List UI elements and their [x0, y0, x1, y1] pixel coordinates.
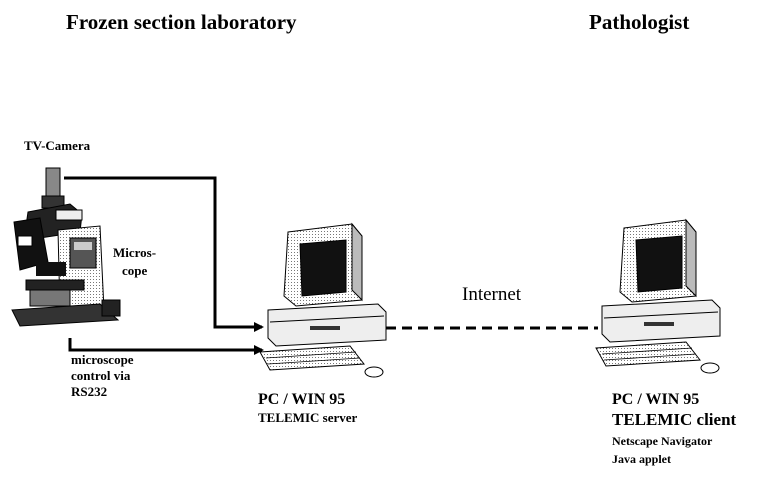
client-software-line1: Netscape Navigator	[612, 434, 713, 448]
control-label-line2: control via	[71, 368, 131, 383]
server-title: PC / WIN 95	[258, 391, 346, 408]
lab-header: Frozen section laboratory	[66, 10, 297, 34]
control-label-line1: microscope	[71, 352, 134, 367]
client-title: PC / WIN 95	[612, 391, 700, 408]
pathologist-header: Pathologist	[589, 10, 690, 34]
tv-camera-label: TV-Camera	[24, 138, 91, 153]
microscope-icon	[11, 167, 121, 327]
client-computer-icon	[595, 218, 721, 374]
control-label-line3: RS232	[71, 384, 108, 399]
control-connection-line	[68, 338, 264, 355]
server-role: TELEMIC server	[258, 410, 358, 425]
camera-connection-line	[64, 176, 264, 332]
internet-label: Internet	[462, 284, 522, 305]
client-role: TELEMIC client	[612, 410, 737, 429]
server-computer-icon	[259, 222, 387, 378]
microscope-label-line1: Micros-	[113, 245, 157, 260]
microscope-label-line2: cope	[122, 263, 148, 278]
client-software-line2: Java applet	[612, 452, 672, 466]
